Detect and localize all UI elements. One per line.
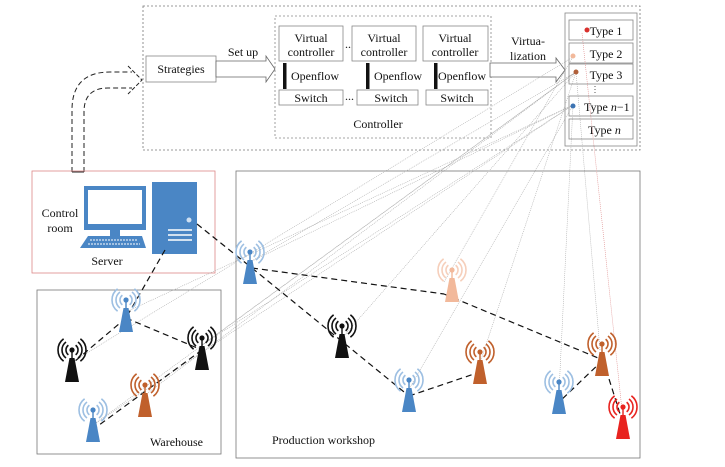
svg-text:Type 1: Type 1 — [590, 24, 623, 38]
uplink-arrow-outer — [71, 71, 132, 172]
ellipsis-1: ... — [345, 37, 354, 51]
server-label: Server — [91, 254, 122, 268]
control-room-label-1: Control — [42, 206, 79, 220]
type-n: Type n — [568, 118, 634, 140]
uplink-arrow-inner — [83, 87, 132, 172]
control-room-frame — [31, 170, 216, 274]
svg-text:Type n−1: Type n−1 — [584, 100, 630, 114]
virtualization-label-2: lization — [510, 49, 546, 63]
setup-arrow — [215, 54, 276, 84]
ellipsis-2: ... — [345, 89, 354, 103]
virtual-controller-1: Virtual controller Openflow Switch — [278, 25, 344, 106]
virtual-controller-2: Virtual controller Openflow Switch — [351, 25, 422, 106]
antenna-blue-icon — [78, 398, 108, 442]
production-frame — [235, 170, 641, 459]
type-1-dot — [584, 27, 590, 33]
setup-label: Set up — [228, 45, 258, 59]
svg-text:Switch: Switch — [440, 91, 473, 105]
svg-text:Switch: Switch — [374, 91, 407, 105]
type-2-dot — [570, 53, 576, 59]
svg-text:controller: controller — [361, 45, 408, 59]
antenna-blue-icon — [235, 240, 265, 284]
svg-text:Virtual: Virtual — [294, 31, 328, 45]
production-label: Production workshop — [272, 433, 375, 447]
antenna-brown-icon — [465, 340, 495, 384]
antenna-brown-icon — [130, 373, 160, 417]
svg-text:Openflow: Openflow — [438, 69, 486, 83]
type-1: Type 1 — [568, 19, 634, 41]
svg-text:Virtual: Virtual — [367, 31, 401, 45]
antenna-blue-icon — [111, 288, 141, 332]
antenna-brown-icon — [587, 332, 617, 376]
type-3-dot — [573, 69, 579, 75]
antenna-black-icon — [187, 326, 217, 370]
virtual-links — [71, 32, 623, 426]
type-n-minus-1: Type n−1 — [568, 95, 634, 117]
virtualization-label-1: Virtua- — [511, 34, 545, 48]
svg-text:Openflow: Openflow — [291, 69, 339, 83]
strategies-label: Strategies — [157, 62, 205, 76]
type-2: Type 2 — [568, 42, 634, 64]
type-3: Type 3 — [568, 63, 634, 85]
svg-text:Type 2: Type 2 — [590, 47, 623, 61]
antenna-black-icon — [57, 338, 87, 382]
svg-text:Switch: Switch — [294, 91, 327, 105]
type-n-minus-1-dot — [570, 103, 576, 109]
svg-text:Type 3: Type 3 — [590, 68, 623, 82]
monitor-icon — [80, 186, 146, 248]
strategies-box — [145, 55, 217, 83]
controller-label: Controller — [353, 117, 402, 131]
svg-text:controller: controller — [432, 45, 479, 59]
warehouse-frame — [36, 289, 222, 455]
virtual-controller-3: Virtual controller Openflow Switch — [422, 25, 489, 106]
svg-text:Type n: Type n — [588, 123, 621, 137]
virtualization-arrow — [489, 56, 566, 84]
antenna-black-icon — [327, 314, 357, 358]
control-room-label-2: room — [47, 221, 73, 235]
antenna-peach-icon — [437, 258, 467, 302]
sdn-panel-frame — [142, 5, 641, 151]
svg-text:Openflow: Openflow — [374, 69, 422, 83]
svg-text:controller: controller — [288, 45, 335, 59]
warehouse-label: Warehouse — [150, 435, 203, 449]
server-tower-icon — [152, 182, 197, 254]
antenna-blue-icon — [544, 370, 574, 414]
antenna-blue-icon — [394, 368, 424, 412]
antenna-red-icon — [608, 395, 638, 439]
svg-text:Virtual: Virtual — [438, 31, 472, 45]
antenna-layer — [57, 240, 638, 442]
